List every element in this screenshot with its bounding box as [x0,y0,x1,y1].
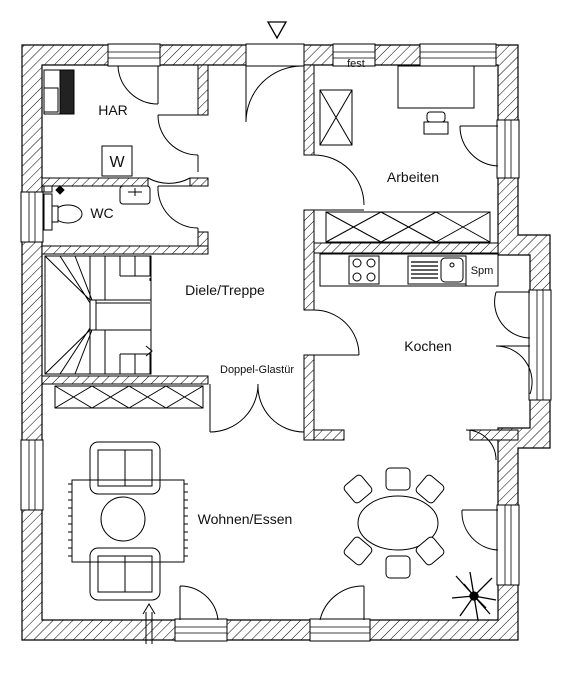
fixed-window-label: fest [347,58,365,70]
dining-chairs [343,467,445,579]
office-shelf [319,89,353,146]
stair-arrow-icon [145,345,153,357]
interior-walls [41,64,519,441]
sofa-bottom [89,547,161,601]
har-equipment [43,69,75,115]
window-arbeiten-side [496,119,520,179]
window-arbeiten-left [332,43,376,67]
entrance-door-opening[interactable] [245,43,305,67]
room-label-har: HAR [98,102,128,118]
staircase [44,255,153,375]
entrance-door[interactable] [245,65,303,123]
exterior-openings [20,43,552,642]
window-wohnen-left [20,439,44,511]
washing-machine [101,145,133,177]
door-swings [117,65,533,621]
room-label-wc: WC [90,205,113,221]
window-kochen-side [528,289,552,401]
terrace-door-left[interactable] [174,618,228,642]
entrance-triangle-icon [266,21,288,40]
terrace-door-right[interactable] [309,618,371,642]
plant-icon [451,571,497,621]
room-label-wohnen: Wohnen/Essen [198,511,293,527]
room-label-diele: Diele/Treppe [185,282,265,298]
double-glass-door-label: Doppel-Glastür [220,364,294,376]
wardrobe [54,385,204,409]
window-wc [20,191,44,243]
wc-fitting-icon [55,185,65,195]
wc-fixtures [43,185,151,231]
room-label-arbeiten: Arbeiten [387,169,439,185]
coffee-table [100,496,146,542]
rug [68,479,188,563]
sofa-top [89,441,161,495]
kitchen-counter [319,253,499,287]
desk [397,65,475,109]
room-label-kochen: Kochen [404,338,451,354]
window-wohnen-side [496,504,520,586]
window-glazing [28,51,544,634]
office-chair-icon [423,111,449,135]
terrace-entry-arrow-icon [142,603,156,644]
dishwasher-label: Spm [471,265,494,277]
window-har [107,43,161,67]
window-arbeiten-right [419,43,497,67]
dining-table [357,495,439,551]
washer-label: W [109,154,125,171]
office-cabinet [325,211,491,243]
